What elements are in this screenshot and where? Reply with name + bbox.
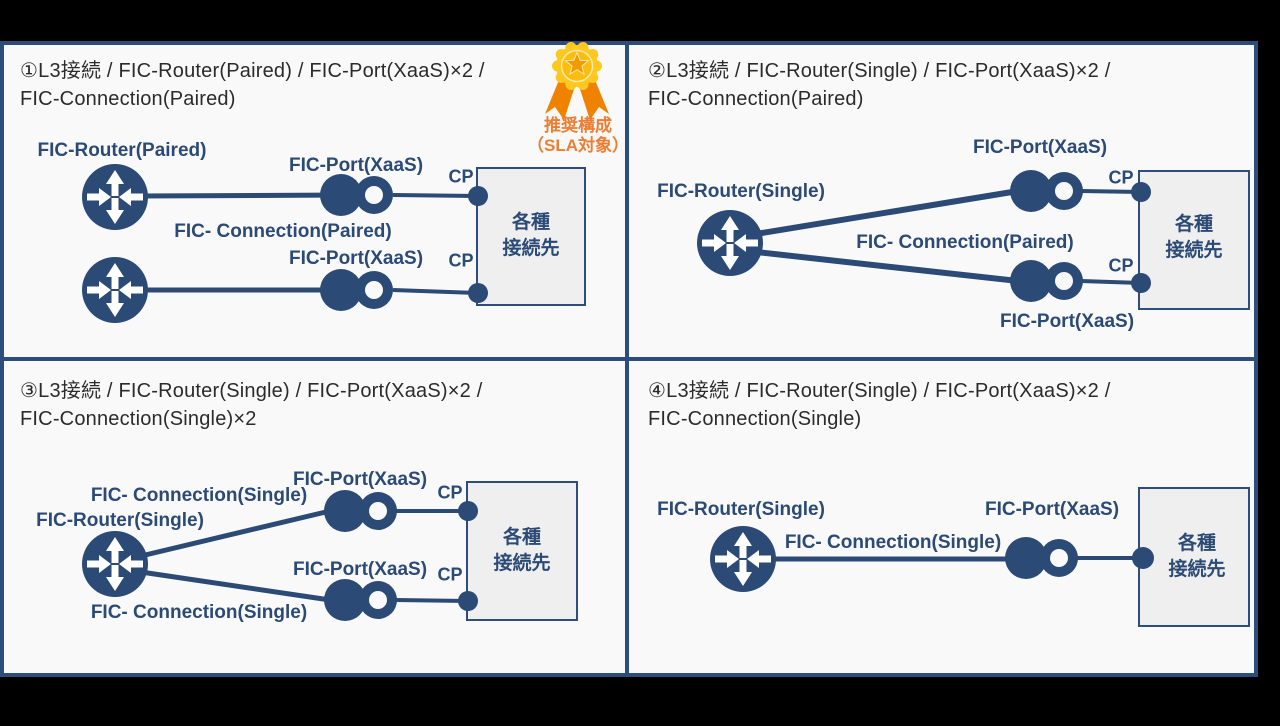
port-to-cp-line xyxy=(392,288,478,295)
star-icon xyxy=(564,51,590,76)
cp-label: CP xyxy=(448,250,474,271)
connection-line xyxy=(140,508,331,559)
router-label: FIC-Router(Paired) xyxy=(37,140,207,161)
cp-label: CP xyxy=(437,482,463,503)
destination-box xyxy=(466,481,578,621)
port-to-cp-line xyxy=(1080,189,1142,194)
cp-dot xyxy=(468,283,488,303)
cp-label: CP xyxy=(448,166,474,187)
connection-label: FIC- Connection(Paired) xyxy=(174,221,392,242)
destination-box xyxy=(1138,170,1250,310)
connection-label: FIC- Connection(Single) xyxy=(90,602,308,623)
connection-line xyxy=(140,569,331,603)
port-icon xyxy=(1005,537,1078,579)
cp-dot xyxy=(1131,182,1151,202)
router-icon xyxy=(710,526,776,592)
badge-label-line2: （SLA対象） xyxy=(527,136,629,155)
port-label: FIC-Port(XaaS) xyxy=(292,559,428,580)
destination-box xyxy=(1138,487,1250,627)
quadrant3-title: ③L3接続 / FIC-Router(Single) / FIC-Port(Xa… xyxy=(20,380,483,430)
destination-box xyxy=(476,167,586,306)
quadrant2-title: ②L3接続 / FIC-Router(Single) / FIC-Port(Xa… xyxy=(648,60,1111,110)
port-to-cp-line xyxy=(392,193,478,198)
port-to-cp-line xyxy=(1080,279,1142,285)
badge-label-line1: 推奨構成 xyxy=(544,116,612,135)
port-label: FIC-Port(XaaS) xyxy=(288,155,424,176)
port-to-cp-line xyxy=(394,598,469,603)
router-icon xyxy=(82,164,148,230)
port-icon xyxy=(1010,260,1083,302)
destination-label: 各種 接続先 xyxy=(1165,214,1223,261)
connection-label: FIC- Connection(Paired) xyxy=(856,232,1074,253)
port-icon xyxy=(320,174,393,216)
ribbon-left-icon xyxy=(545,80,575,120)
router-label: FIC-Router(Single) xyxy=(36,510,204,531)
destination-label: 各種 接続先 xyxy=(1168,533,1226,580)
destination-label: 各種 接続先 xyxy=(493,527,551,574)
cp-label: CP xyxy=(437,564,463,585)
port-icon xyxy=(324,579,397,621)
router-icon xyxy=(82,531,148,597)
router-label: FIC-Router(Single) xyxy=(657,181,825,202)
quadrant4-title: ④L3接続 / FIC-Router(Single) / FIC-Port(Xa… xyxy=(648,380,1111,430)
cp-dot xyxy=(458,591,478,611)
connection-line xyxy=(139,192,347,199)
connection-label: FIC- Connection(Single) xyxy=(784,532,1002,553)
port-icon xyxy=(324,490,397,532)
ribbon-right-icon xyxy=(579,80,609,120)
quadrant-divider-vertical xyxy=(625,41,629,677)
router-icon xyxy=(697,210,763,276)
port-label: FIC-Port(XaaS) xyxy=(288,248,424,269)
port-icon xyxy=(1010,170,1083,212)
connection-line xyxy=(755,249,1019,284)
port-label: FIC-Port(XaaS) xyxy=(984,499,1120,520)
router-label: FIC-Router(Single) xyxy=(657,499,825,520)
quadrant1-title: ①L3接続 / FIC-Router(Paired) / FIC-Port(Xa… xyxy=(20,60,485,110)
cp-dot xyxy=(468,186,488,206)
quadrant-divider-horizontal xyxy=(0,357,1258,361)
destination-label: 各種 接続先 xyxy=(502,212,560,259)
connection-label: FIC- Connection(Single) xyxy=(90,485,308,506)
cp-dot xyxy=(1132,547,1154,569)
port-icon xyxy=(320,269,393,311)
cp-dot xyxy=(1131,273,1151,293)
port-label: FIC-Port(XaaS) xyxy=(972,137,1108,158)
cp-label: CP xyxy=(1108,255,1134,276)
cp-dot xyxy=(458,501,478,521)
router-icon xyxy=(82,257,148,323)
connection-line xyxy=(755,188,1019,237)
medal-star-icon xyxy=(545,42,609,120)
port-label: FIC-Port(XaaS) xyxy=(292,469,428,490)
port-label: FIC-Port(XaaS) xyxy=(999,311,1135,332)
cp-label: CP xyxy=(1108,167,1134,188)
